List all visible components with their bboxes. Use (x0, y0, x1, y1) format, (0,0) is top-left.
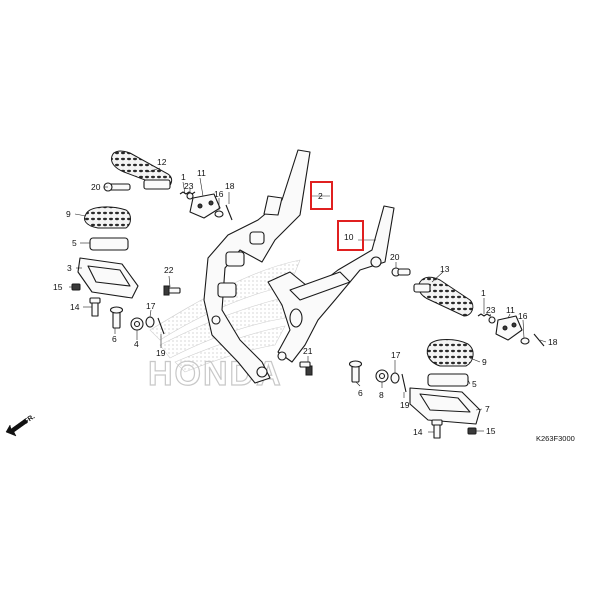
callout-17-left: 17 (146, 301, 156, 311)
callout-22: 22 (164, 265, 174, 275)
right-pin-6 (348, 360, 363, 383)
callout-14-left: 14 (70, 302, 80, 312)
callout-1-right: 1 (481, 288, 486, 298)
right-rider-footpeg (413, 276, 474, 317)
callout-20-left: 20 (91, 182, 101, 192)
left-step-bracket (203, 149, 311, 384)
right-ball-spring (477, 313, 491, 317)
callout-labels: 12 11 1 23 20 16 18 9 5 3 22 15 17 14 6 … (53, 157, 558, 437)
highlight-box-part-2 (310, 181, 333, 210)
callout-15-right: 15 (486, 426, 496, 436)
left-washer-17 (145, 316, 155, 328)
callout-4: 4 (134, 339, 139, 349)
callout-21: 21 (303, 346, 313, 356)
callout-18-left: 18 (225, 181, 235, 191)
callout-18-right: 18 (548, 337, 558, 347)
left-pin-6 (109, 306, 124, 329)
right-return-spring (375, 369, 389, 383)
left-spacer-5 (89, 237, 129, 251)
callout-6-right: 6 (358, 388, 363, 398)
right-washer-17 (390, 372, 400, 384)
right-bolt-14 (431, 419, 443, 439)
right-steel-ball (488, 316, 496, 324)
right-cotter-pin (533, 333, 545, 347)
callout-8: 8 (379, 390, 384, 400)
callout-11-right: 11 (506, 305, 515, 315)
left-rider-footpeg (111, 150, 173, 190)
left-steel-ball (186, 192, 194, 200)
left-bolt-15 (71, 283, 81, 291)
callout-5-left: 5 (72, 238, 77, 248)
callout-23-left: 23 (184, 181, 194, 191)
callout-16-left: 16 (214, 189, 224, 199)
highlight-box-part-10 (337, 220, 364, 251)
right-cotter-19 (401, 373, 407, 393)
diagram-code: K263F3000 (536, 434, 575, 443)
front-direction-arrow: FR. (5, 413, 36, 437)
arrow-icon (5, 418, 29, 437)
callout-11-left: 11 (197, 168, 206, 178)
right-step-bracket (267, 205, 395, 363)
callout-10: 10 (344, 232, 354, 242)
bracket-bolt-21 (299, 361, 313, 376)
callout-2: 2 (318, 191, 323, 201)
callout-20-right: 20 (390, 252, 400, 262)
bracket-bolt-22 (163, 285, 181, 296)
left-return-spring (130, 317, 144, 331)
right-passenger-rubber (426, 339, 474, 367)
callout-1-left: 1 (181, 172, 186, 182)
callout-9-right: 9 (482, 357, 487, 367)
callout-14-right: 14 (413, 427, 423, 437)
callout-3: 3 (67, 263, 72, 273)
callout-7: 7 (485, 404, 490, 414)
callout-9-left: 9 (66, 209, 71, 219)
leader-lines (69, 167, 547, 433)
right-pivot-pin (391, 267, 411, 277)
right-spacer-5 (427, 373, 469, 387)
callout-23-right: 23 (486, 305, 496, 315)
callout-16-right: 16 (518, 311, 528, 321)
callout-19-right: 19 (400, 400, 410, 410)
callout-12: 12 (157, 157, 167, 167)
right-passenger-footpeg (409, 387, 481, 425)
callout-5-right: 5 (472, 379, 477, 389)
callout-15-left: 15 (53, 282, 63, 292)
left-stopper-plate (189, 193, 221, 219)
left-passenger-footpeg (77, 257, 139, 299)
left-cotter-19 (157, 317, 165, 335)
callout-19-left: 19 (156, 348, 166, 358)
right-bolt-15 (467, 427, 477, 435)
left-passenger-rubber (84, 206, 131, 229)
right-stopper-plate (495, 315, 523, 341)
direction-label: FR. (23, 413, 36, 425)
callout-6-left: 6 (112, 334, 117, 344)
left-washer-16 (214, 210, 224, 218)
right-washer-16 (520, 337, 530, 345)
callout-13: 13 (440, 264, 450, 274)
left-bolt-14 (89, 297, 101, 317)
left-cotter-pin (225, 204, 233, 221)
callout-17-right: 17 (391, 350, 401, 360)
